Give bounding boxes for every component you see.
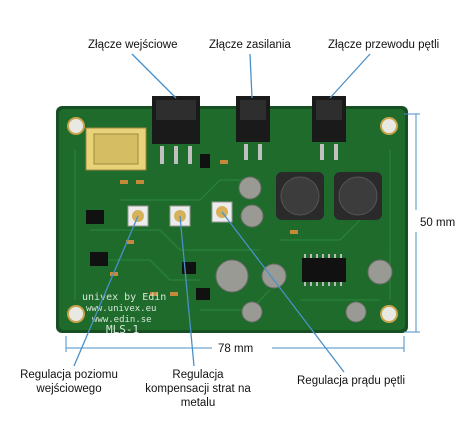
- capacitors: [215, 176, 393, 323]
- silk-model: MLS-1: [106, 323, 139, 336]
- label-metal-loss: Regulacja kompensacji strat na metalu: [133, 368, 263, 410]
- inductor-1: [276, 172, 324, 220]
- dimension-height-label: 50 mm: [420, 217, 456, 229]
- resistors: [110, 160, 298, 296]
- label-input-level-line2: wejściowego: [36, 383, 102, 395]
- dimension-width-label: 78 mm: [218, 343, 254, 355]
- silk-brand-line3: www.edin.se: [92, 315, 152, 325]
- label-metal-loss-line1: Regulacja: [172, 369, 224, 381]
- power-connector: [236, 96, 270, 160]
- transformer: [85, 127, 147, 171]
- label-loop-current: Regulacja prądu pętli: [297, 375, 406, 387]
- label-metal-loss-line3: metalu: [180, 397, 216, 409]
- inductor-2: [334, 172, 382, 220]
- silk-brand-line2: www.univex.eu: [86, 304, 156, 314]
- label-loop-wire-connector: Złącze przewodu pętli: [328, 39, 440, 51]
- ic-chip: [302, 254, 346, 286]
- label-input-level: Regulacja poziomu wejściowego: [14, 368, 124, 396]
- silk-brand-line1: univex by Edin: [82, 292, 166, 303]
- leader-lines: [73, 53, 371, 373]
- label-input-level-line1: Regulacja poziomu: [20, 369, 118, 381]
- dimension-lines: [65, 113, 420, 352]
- loop-wire-connector: [312, 96, 346, 160]
- label-metal-loss-line2: kompensacji strat na: [145, 383, 251, 395]
- label-power-connector: Złącze zasilania: [209, 39, 291, 51]
- mounting-holes: [67, 117, 398, 323]
- input-connector: [152, 96, 200, 164]
- label-input-connector: Złącze wejściowe: [88, 39, 178, 51]
- smd-parts: [86, 154, 210, 300]
